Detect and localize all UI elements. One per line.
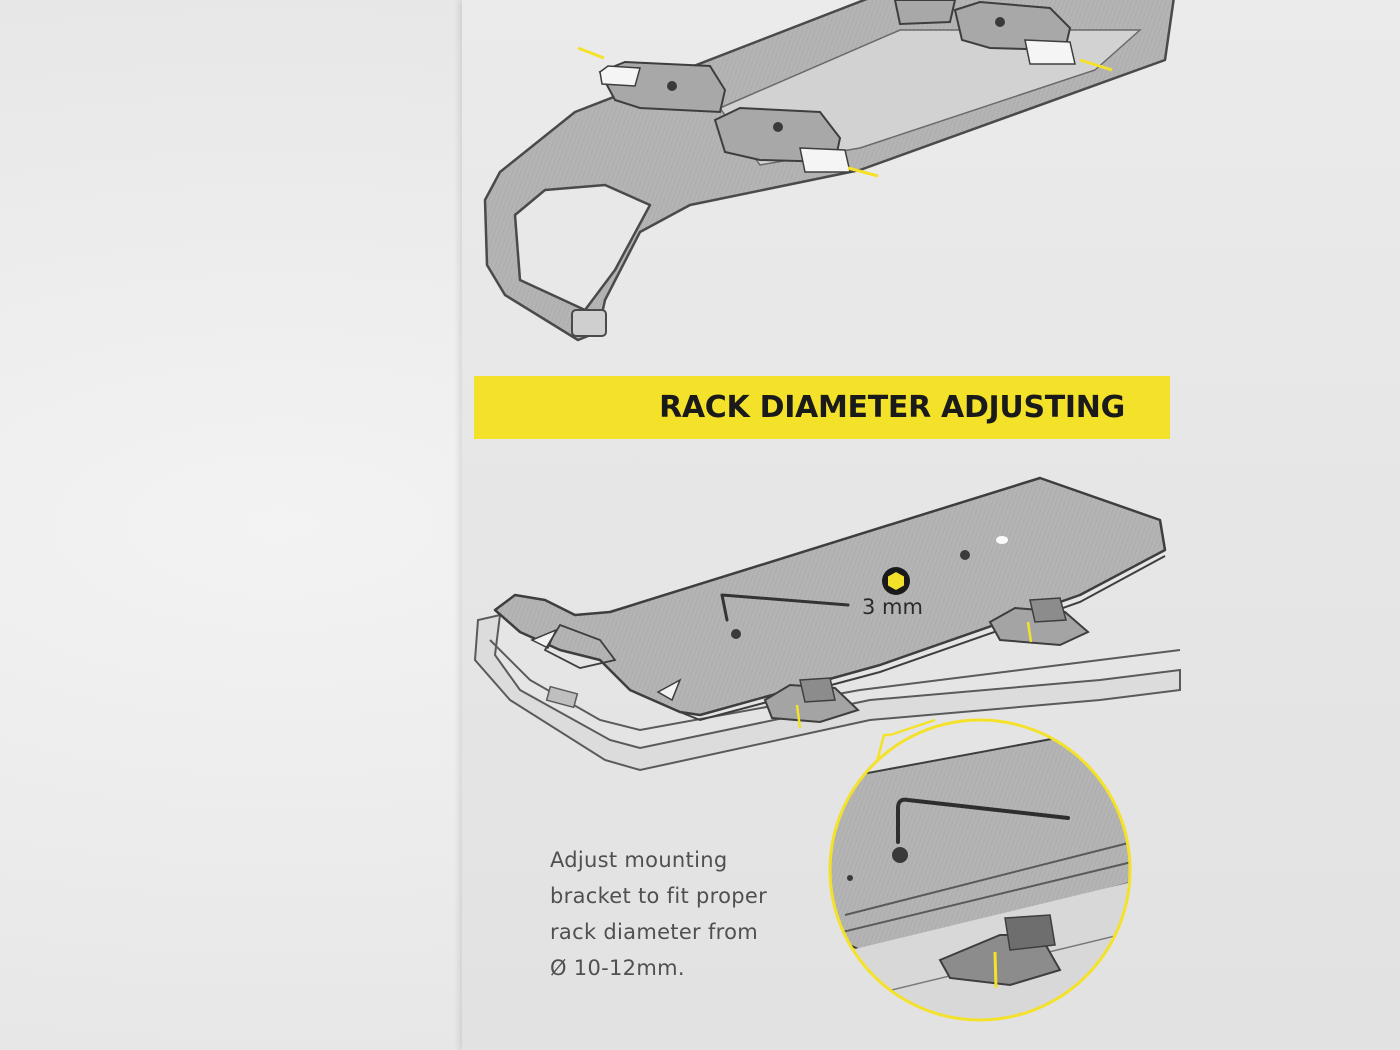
rack-side-illustration [473,476,1181,789]
instruction-line: bracket to fit proper [550,884,768,908]
hex-key-icon [720,593,850,622]
section-banner: RACK DIAMETER ADJUSTING [474,376,1170,439]
clamp-left-bottom [713,106,879,178]
instruction-line: Adjust mounting [550,848,728,872]
hex-key-size-label: 3 mm [862,595,923,619]
clamp-lower-right [988,597,1090,647]
rack-top-illustration [483,0,1175,342]
clamp-lower-left [763,677,860,729]
zoom-detail [828,718,1132,1022]
instruction-line: Ø 10-12mm. [550,956,685,980]
clamp-right-top [953,0,1113,72]
hex-size-icon [882,567,910,595]
section-title: RACK DIAMETER ADJUSTING [659,390,1125,425]
clamp-left-top [577,46,727,114]
instruction-text: Adjust mounting bracket to fit proper ra… [550,842,830,986]
instruction-line: rack diameter from [550,920,759,944]
